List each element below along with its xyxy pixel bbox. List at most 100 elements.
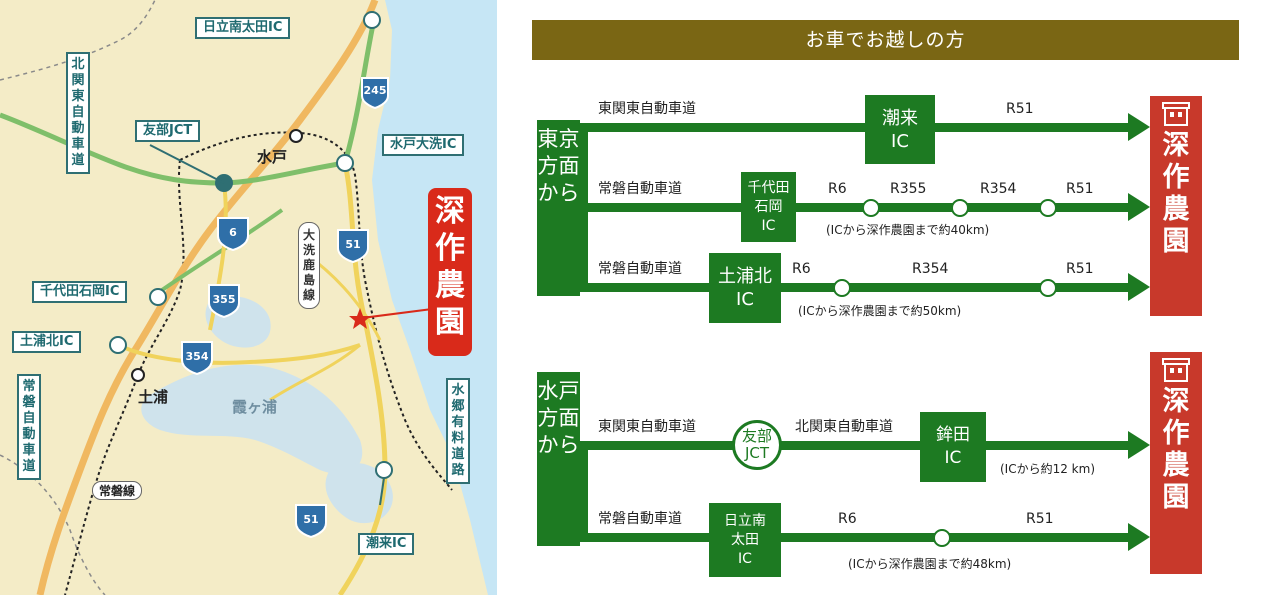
route4-distance-note: (ICから約12 km) bbox=[1000, 462, 1096, 476]
route2-line bbox=[580, 203, 1140, 212]
route-shield-51-south bbox=[295, 504, 327, 539]
route2-segment-r51: R51 bbox=[1066, 181, 1094, 197]
map-place-tsuchiura: 土浦 bbox=[138, 388, 169, 406]
map-lake-south bbox=[325, 462, 393, 524]
map-label-itako-ic: 潮来IC bbox=[358, 533, 415, 555]
map-label-joban-expressway: 常磐自動車道 bbox=[17, 374, 41, 480]
destination-farm-label: 深作農園 bbox=[1162, 386, 1190, 513]
map-label-tsuchiura-kita-ic: 土浦北IC bbox=[12, 331, 82, 353]
map-label-tomobe-jct: 友部JCT bbox=[135, 120, 201, 142]
route2-waypoint-2 bbox=[951, 199, 969, 217]
destination-farm-mito: 深作農園 bbox=[1150, 352, 1202, 574]
route4-arrow bbox=[1128, 431, 1150, 459]
route-number-354: 354 bbox=[185, 350, 209, 363]
route4-jct-tomobe: 友部 JCT bbox=[732, 420, 782, 470]
route4-road-mid: 北関東自動車道 bbox=[795, 419, 893, 435]
route3-segment-r51: R51 bbox=[1066, 261, 1094, 277]
route4-road-start: 東関東自動車道 bbox=[598, 419, 696, 435]
map-railway-joban bbox=[64, 159, 185, 595]
map-boundary-north bbox=[0, 0, 156, 81]
destination-farm-label: 深作農園 bbox=[1162, 130, 1190, 257]
map-road-local-2 bbox=[269, 343, 361, 402]
route-number-6: 6 bbox=[229, 226, 237, 239]
map-station-mito bbox=[289, 129, 303, 143]
route-shield-6 bbox=[217, 217, 249, 252]
route5-segment-r6: R6 bbox=[838, 511, 857, 527]
map-station-tsuchiura bbox=[131, 368, 145, 382]
route3-arrow bbox=[1128, 273, 1150, 301]
route5-arrow bbox=[1128, 523, 1150, 551]
store-icon bbox=[1162, 358, 1190, 382]
route3-distance-note: (ICから深作農園まで約50km) bbox=[798, 304, 962, 318]
route4-ic-hokota: 鉾田 IC bbox=[920, 412, 986, 482]
route-number-51-north: 51 bbox=[345, 238, 361, 251]
map-road-354 bbox=[117, 343, 361, 365]
route2-segment-r6: R6 bbox=[828, 181, 847, 197]
route-shield-355 bbox=[208, 284, 240, 319]
route2-distance-note: (ICから深作農園まで約40km) bbox=[826, 223, 990, 237]
route2-segment-r354: R354 bbox=[980, 181, 1017, 197]
route2-road-start: 常磐自動車道 bbox=[598, 181, 682, 197]
destination-farm-tokyo: 深作農園 bbox=[1150, 96, 1202, 316]
route5-segment-r51: R51 bbox=[1026, 511, 1054, 527]
route2-arrow bbox=[1128, 193, 1150, 221]
map-label-kita-kanto-expressway: 北関東自動車道 bbox=[66, 52, 90, 174]
map-leader-itako bbox=[379, 477, 385, 506]
route5-waypoint-1 bbox=[933, 529, 951, 547]
route1-arrow bbox=[1128, 113, 1150, 141]
map-label-suigo-toll-road: 水郷有料道路 bbox=[446, 378, 470, 484]
route3-segment-r354: R354 bbox=[912, 261, 949, 277]
section2-trunk bbox=[580, 442, 588, 538]
farm-star-icon bbox=[349, 308, 371, 329]
route3-road-start: 常磐自動車道 bbox=[598, 261, 682, 277]
map-node-mito-oarai bbox=[336, 154, 354, 172]
route3-waypoint-1 bbox=[833, 279, 851, 297]
route-number-51-south: 51 bbox=[303, 513, 319, 526]
map-leader-tomobe bbox=[149, 144, 225, 184]
store-icon bbox=[1162, 102, 1190, 126]
route2-ic-chiyoda-ishioka: 千代田 石岡 IC bbox=[741, 172, 796, 242]
map-road-355-green bbox=[153, 208, 284, 297]
route2-waypoint-3 bbox=[1039, 199, 1057, 217]
route-shield-354 bbox=[181, 341, 213, 376]
route3-ic-tsuchiura-kita: 土浦北 IC bbox=[709, 253, 781, 323]
map-node-chiyoda-ishioka bbox=[149, 288, 167, 306]
map-label-chiyoda-ishioka-ic: 千代田石岡IC bbox=[32, 281, 128, 303]
route-shield-51-north bbox=[337, 229, 369, 264]
route5-road-start: 常磐自動車道 bbox=[598, 511, 682, 527]
map-farm-label: 深作農園 bbox=[428, 188, 472, 356]
route4-line bbox=[580, 441, 1140, 450]
access-by-car-header: お車でお越しの方 bbox=[532, 20, 1239, 60]
map-node-itako bbox=[375, 461, 393, 479]
map-label-joban-line: 常磐線 bbox=[92, 481, 143, 500]
map-node-tsuchiura-kita bbox=[109, 336, 127, 354]
route3-segment-r6: R6 bbox=[792, 261, 811, 277]
map-node-hitachi-minami-ota bbox=[363, 11, 381, 29]
route2-waypoint-1 bbox=[862, 199, 880, 217]
map-leader-farm bbox=[361, 307, 441, 319]
route-number-355: 355 bbox=[212, 293, 236, 306]
route1-segment-r51: R51 bbox=[1006, 101, 1034, 117]
map-label-hitachi-minami-ota-ic: 日立南太田IC bbox=[195, 17, 291, 39]
map-joban-expressway bbox=[36, 0, 379, 595]
route2-segment-r355: R355 bbox=[890, 181, 927, 197]
map-place-kasumigaura: 霞ヶ浦 bbox=[232, 398, 278, 416]
origin-mito: 水戸方面から bbox=[537, 372, 580, 546]
origin-tokyo: 東京方面から bbox=[537, 120, 580, 296]
route3-waypoint-2 bbox=[1039, 279, 1057, 297]
route1-line bbox=[580, 123, 1140, 132]
route3-line bbox=[580, 283, 1140, 292]
map-label-oarai-kashima-line: 大洗鹿島線 bbox=[298, 222, 320, 309]
route5-distance-note: (ICから深作農園まで約48km) bbox=[848, 557, 1012, 571]
route-shield-245 bbox=[361, 77, 389, 110]
route5-line bbox=[580, 533, 1140, 542]
route5-ic-hitachi-minami-ota: 日立南 太田 IC bbox=[709, 503, 781, 577]
route-number-245: 245 bbox=[363, 84, 387, 97]
area-map: 245 6 51 355 354 51 日立南太田IC 友部JCT 水戸大洗IC… bbox=[0, 0, 497, 595]
map-place-mito: 水戸 bbox=[257, 148, 288, 166]
route1-ic-itako: 潮来 IC bbox=[865, 95, 935, 164]
route1-road-start: 東関東自動車道 bbox=[598, 101, 696, 117]
map-lake-kasumigaura bbox=[141, 364, 363, 474]
map-label-mito-oarai-ic: 水戸大洗IC bbox=[382, 134, 465, 156]
